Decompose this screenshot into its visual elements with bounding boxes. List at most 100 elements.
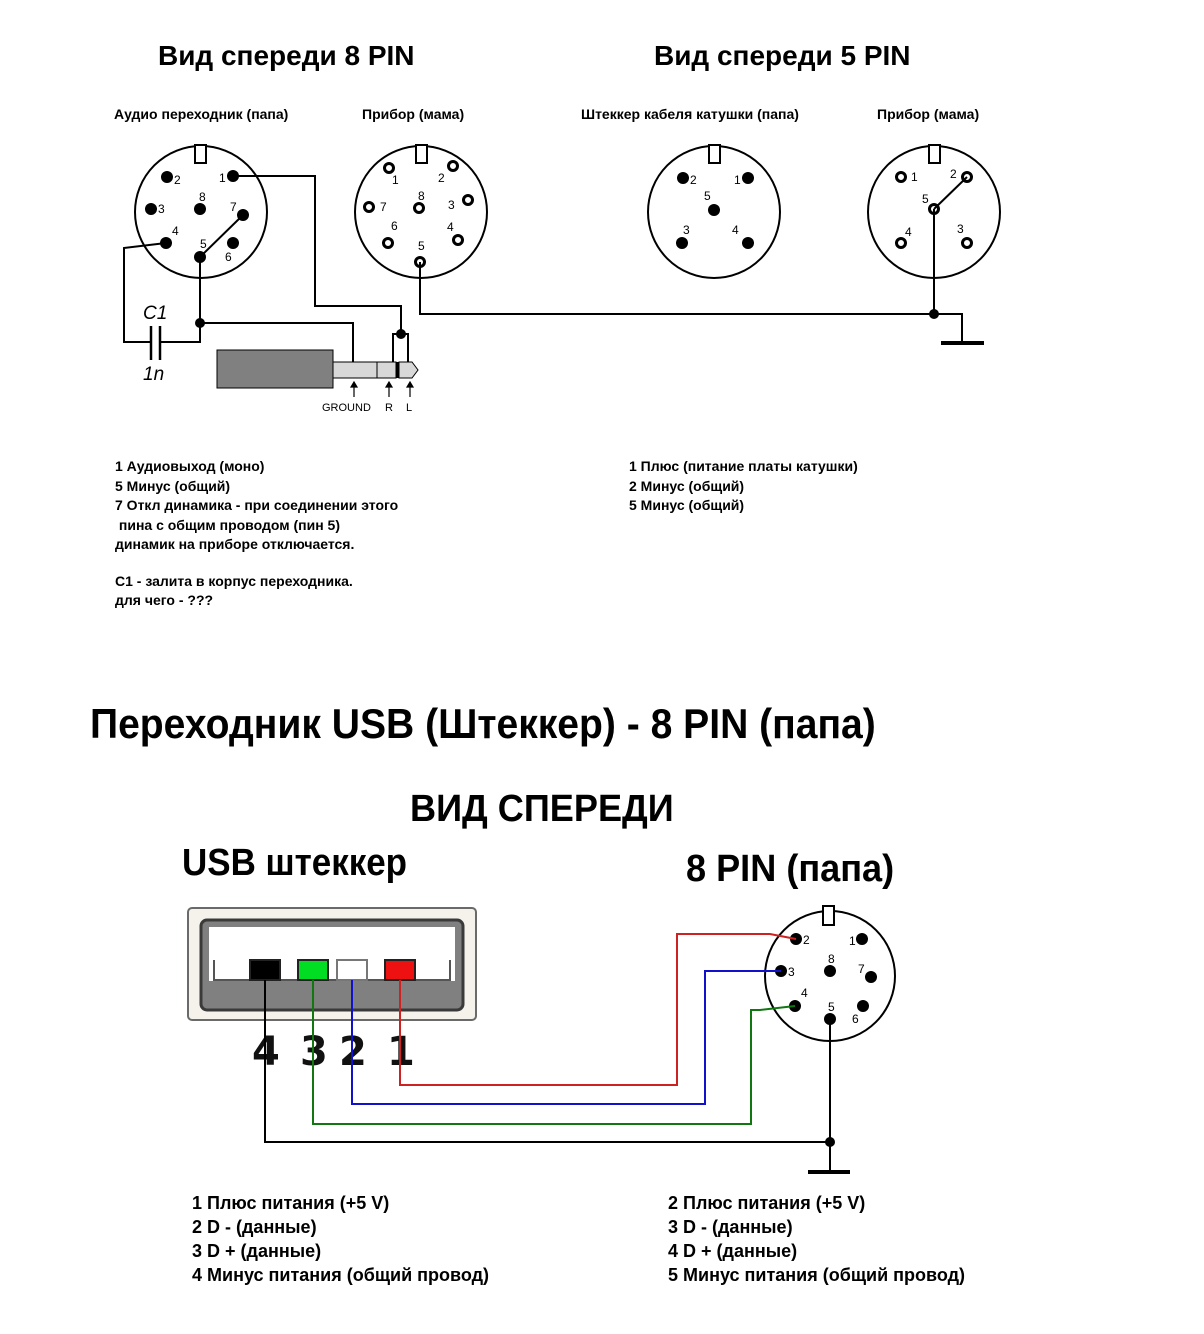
svg-text:5: 5 (200, 237, 207, 251)
link-pin5-pin2 (933, 176, 968, 210)
wires-top (123, 175, 963, 362)
audio-jack: GROUND R L (216, 349, 419, 414)
pin-7 (865, 971, 877, 983)
svg-text:7: 7 (380, 200, 387, 214)
pin-1 (742, 172, 754, 184)
pin-5 (708, 204, 720, 216)
jack-label-ground: GROUND (322, 402, 371, 414)
wire-usb4-to-din5 (264, 980, 830, 1143)
usb-contact-4 (249, 959, 281, 981)
note-line: 2 D - (данные) (192, 1217, 317, 1237)
wire-pin4-to-c1 (123, 242, 167, 343)
wire-device8-pin5-to-device5 (419, 262, 934, 315)
wire-pin1-to-jack (233, 175, 402, 334)
note-line: 7 Откл динамика - при соединении этого (115, 497, 399, 513)
capacitor-name: C1 (143, 303, 167, 324)
junction-dot-bottom (825, 1137, 835, 1147)
pin-3 (462, 194, 474, 206)
svg-text:1: 1 (911, 170, 918, 184)
svg-text:2: 2 (950, 167, 957, 181)
svg-text:6: 6 (225, 250, 232, 264)
jack-label-l: L (406, 402, 412, 414)
usb-contact-2 (336, 959, 368, 981)
wire-to-ground-top (934, 313, 963, 343)
pin-4 (895, 237, 907, 249)
svg-text:5: 5 (922, 192, 929, 206)
note-line: 1 Аудиовыход (моно) (115, 458, 265, 474)
capacitor-c1 (149, 326, 162, 360)
svg-text:6: 6 (391, 219, 398, 233)
pin-3 (961, 237, 973, 249)
capacitor-value: 1n (143, 364, 164, 385)
svg-text:1: 1 (849, 934, 856, 948)
title-usb-adapter: Переходник USB (Штеккер) - 8 PIN (папа) (90, 700, 876, 747)
note-line: 4 D + (данные) (668, 1241, 798, 1261)
note-line: 3 D - (данные) (668, 1217, 793, 1237)
link-pin5-pin7 (199, 214, 244, 258)
wire-usb2-to-din3 (351, 970, 781, 1105)
svg-text:2: 2 (174, 173, 181, 187)
pins-coil-cable (676, 172, 754, 249)
pins-device-5pin (895, 171, 973, 249)
note-line: 5 Минус питания (общий провод) (668, 1265, 966, 1285)
note-line: 5 Минус (общий) (115, 477, 231, 494)
label-usb-plug: USB штеккер (182, 842, 408, 884)
note-line: 3 D + (данные) (192, 1241, 322, 1261)
pin-4 (742, 237, 754, 249)
pin-7 (363, 201, 375, 213)
pin-6 (382, 237, 394, 249)
pin-8 (194, 203, 206, 215)
junction-dots-top (195, 309, 939, 339)
wire-usb1-to-din2 (399, 933, 797, 1086)
pins-device-8pin (363, 160, 474, 268)
label-8pin-male: 8 PIN (папа) (686, 848, 895, 890)
pin-8 (413, 202, 425, 214)
svg-text:1: 1 (392, 173, 399, 187)
note-line: пина с общим проводом (пин 5) (115, 516, 340, 533)
note-line: для чего - ??? (115, 592, 214, 608)
pin-4 (452, 234, 464, 246)
note-line: 2 Минус (общий) (629, 477, 745, 494)
wire-c1-to-pin5 (161, 257, 201, 343)
note-line: 4 Минус питания (общий провод) (192, 1265, 490, 1285)
svg-text:2: 2 (438, 171, 445, 185)
note-line: 5 Минус (общий) (629, 497, 745, 513)
connector-coil-cable-5pin (647, 144, 781, 279)
wire-to-jack-ground (200, 322, 354, 362)
title-5pin-front-view: Вид спереди 5 PIN (654, 40, 911, 71)
label-device-5pin: Прибор (мама) (877, 106, 980, 122)
svg-text:4: 4 (732, 223, 739, 237)
svg-text:2: 2 (803, 933, 810, 947)
subtitle-front-view: ВИД СПЕРЕДИ (410, 788, 674, 830)
svg-text:3: 3 (788, 965, 795, 979)
pin-2 (447, 160, 459, 172)
wire-usb3-to-din4 (312, 980, 796, 1125)
pin-2 (161, 171, 173, 183)
svg-text:3: 3 (683, 223, 690, 237)
svg-text:4: 4 (905, 225, 912, 239)
pin-1 (856, 933, 868, 945)
jack-label-r: R (385, 402, 393, 414)
note-line: 1 Плюс (питание платы катушки) (629, 458, 858, 474)
title-8pin-front-view: Вид спереди 8 PIN (158, 40, 415, 71)
svg-text:7: 7 (858, 962, 865, 976)
usb-plug (187, 907, 477, 1021)
label-audio-adapter: Аудио переходник (папа) (114, 106, 289, 122)
svg-text:1: 1 (219, 171, 226, 185)
notes-5pin: 1 Плюс (питание платы катушки) 2 Минус (… (629, 457, 858, 516)
svg-text:2: 2 (690, 173, 697, 187)
pin-6 (227, 237, 239, 249)
note-line: динамик на приборе отключается. (115, 536, 355, 552)
usb-contact-3 (297, 959, 329, 981)
connector-key (194, 144, 207, 164)
svg-text:4: 4 (172, 224, 179, 238)
svg-text:4: 4 (447, 220, 454, 234)
svg-text:7: 7 (230, 200, 237, 214)
svg-text:1: 1 (734, 173, 741, 187)
svg-text:6: 6 (852, 1012, 859, 1026)
svg-text:8: 8 (828, 952, 835, 966)
